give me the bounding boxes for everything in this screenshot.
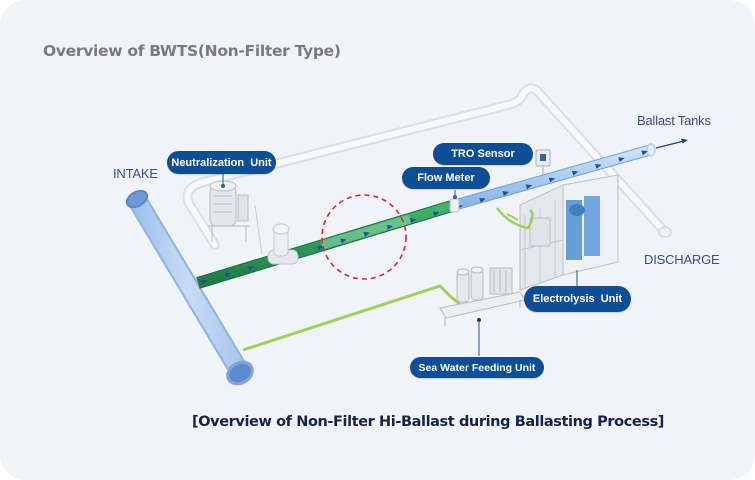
- flow-arrow-icon: [363, 231, 370, 237]
- treated-water-pipe: [453, 143, 656, 211]
- flow-arrow-icon: [571, 170, 579, 176]
- flow-arrow-icon: [479, 197, 486, 203]
- flow-arrow-icon: [247, 265, 255, 271]
- return-loop-pipe: [182, 83, 672, 250]
- page-title: Overview of BWTS(Non-Filter Type): [43, 42, 341, 60]
- flow-arrow-icon: [548, 177, 556, 183]
- intake-pipe: [125, 189, 254, 386]
- valve-equipment: [267, 223, 299, 265]
- flow-arrow-icon: [201, 279, 208, 285]
- flow-arrow-icon: [502, 191, 509, 196]
- flow-arrow-icon: [525, 184, 533, 190]
- flow-arrow-icon: [641, 150, 648, 156]
- highlight-circle: [321, 194, 407, 280]
- flow-meter-label: Flow Meter: [402, 167, 490, 189]
- ballast-tanks-arrow: [655, 138, 688, 149]
- flow-arrow-icon: [432, 211, 440, 217]
- flow-arrow-icon: [595, 164, 602, 169]
- flow-arrow-icon: [317, 245, 324, 251]
- neutralization-leader-dot: [221, 184, 225, 188]
- electrolysis-unit-label: Electrolysis Unit: [524, 286, 631, 312]
- flow-arrow-icon: [340, 238, 347, 244]
- electrolysis-unit-equipment: [496, 174, 619, 291]
- seawater-feeding-leader-dot: [477, 318, 481, 322]
- seawater-feeding-equipment: [439, 266, 526, 326]
- flow-arrow-icon: [409, 218, 417, 224]
- discharge-label: DISCHARGE: [644, 252, 720, 267]
- tro-sensor-device: [535, 149, 551, 176]
- intake-label: INTAKE: [113, 166, 158, 181]
- flow-arrow-icon: [386, 225, 394, 230]
- diagram-caption: [Overview of Non-Filter Hi-Ballast durin…: [192, 414, 665, 430]
- tro-sensor-label: TRO Sensor: [433, 143, 533, 165]
- seawater-feed-line: [242, 284, 463, 352]
- ballast-tanks-label: Ballast Tanks: [637, 113, 711, 128]
- flow-arrow-icon: [618, 157, 625, 163]
- neutralization-unit-label: Neutralization Unit: [167, 151, 276, 174]
- flow-meter-device: [449, 190, 460, 213]
- main-ballast-pipe: [196, 199, 457, 289]
- sea-water-feeding-unit-label: Sea Water Feeding Unit: [410, 357, 544, 378]
- flow-arrows: [201, 150, 648, 285]
- flow-arrow-icon: [224, 272, 232, 278]
